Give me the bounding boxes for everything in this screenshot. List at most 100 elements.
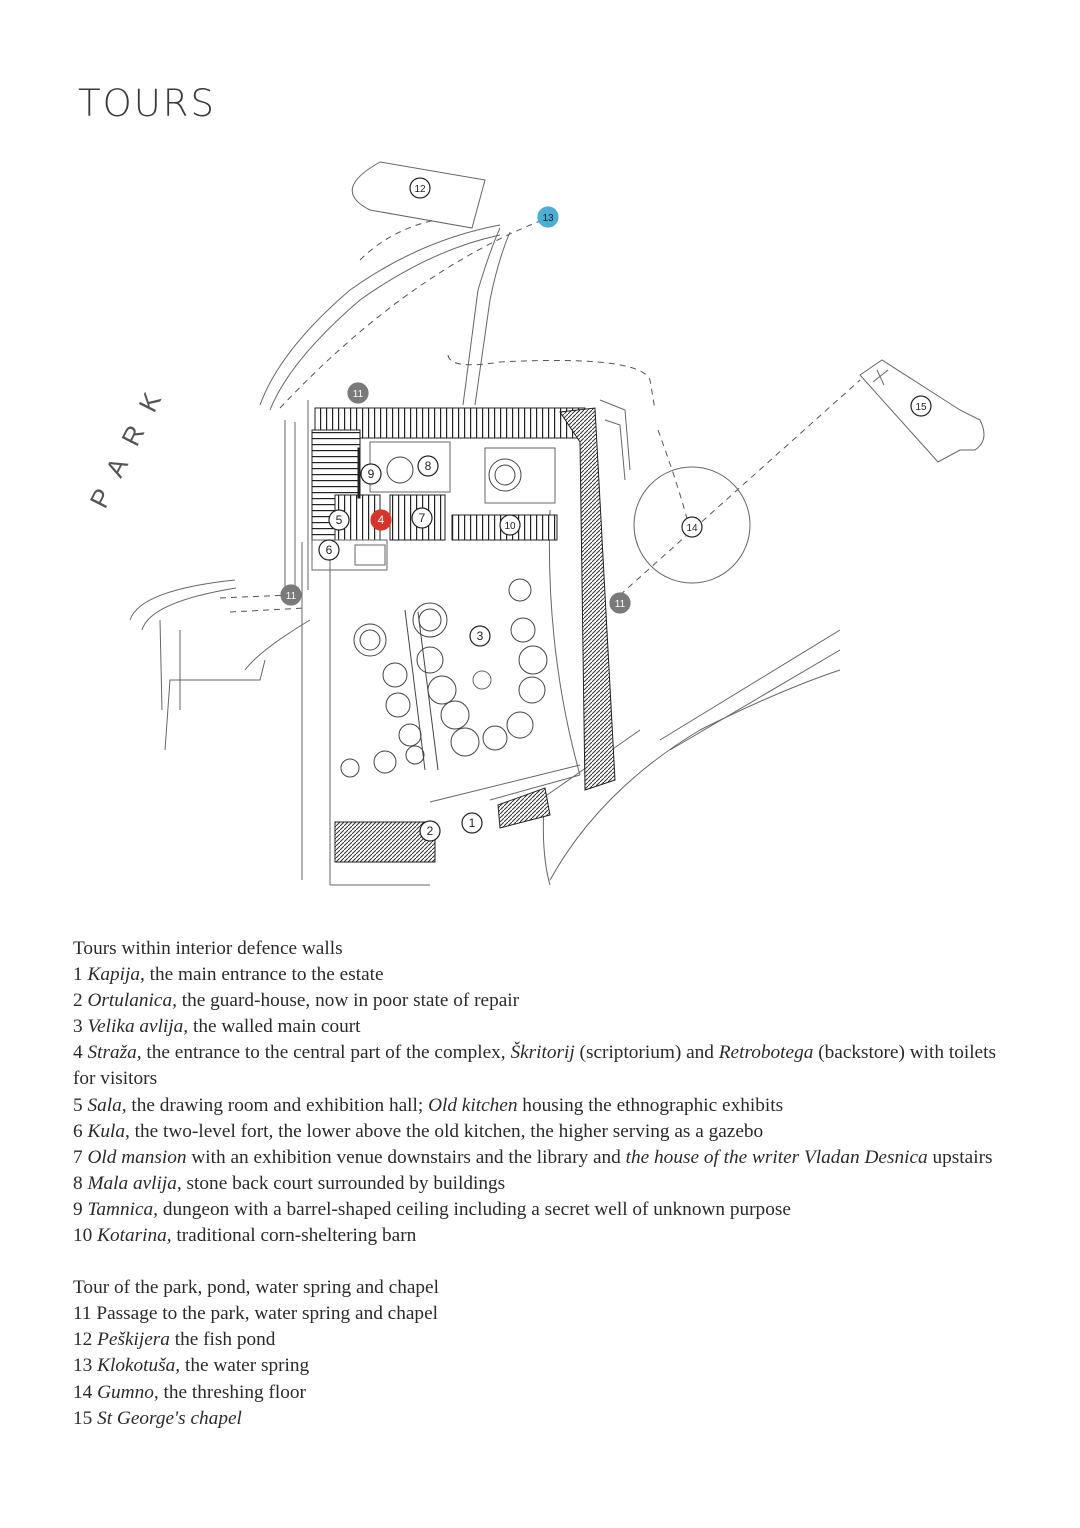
marker-label: 9 [368,467,375,481]
marker-label: 4 [378,513,385,527]
item-name: Peškijera [97,1329,170,1351]
pond-outline [351,161,486,229]
item-name: the house of the writer Vladan Desnica [625,1146,928,1168]
item-number: 11 [73,1303,97,1325]
item-text: , the threshing floor [153,1381,306,1403]
marker-label: 6 [326,543,333,557]
item-number: 3 [73,1016,88,1038]
park-item-15: 15 St George's chapel [73,1406,1003,1432]
item-name: Tamnica, [87,1198,159,1220]
interior-tour-heading: Tours within interior defence walls [73,938,343,959]
marker-11b: 11 [280,584,302,606]
marker-circle [469,625,491,647]
marker-label: 11 [286,591,297,602]
marker-label: 15 [915,402,927,413]
marker-circle [318,539,340,561]
marker-circle [609,592,631,614]
page-title: TOURS [78,82,217,125]
marker-label: 14 [686,523,698,534]
marker-circle [910,395,932,417]
marker-2: 2 [419,820,441,842]
interior-item-10: 10 Kotarina, traditional corn-sheltering… [73,1223,1003,1249]
item-number: 13 [73,1355,98,1377]
interior-item-8: 8 Mala avlija, stone back court surround… [73,1171,1003,1197]
marker-4: 4 [370,509,392,531]
item-name: Old kitchen [428,1094,518,1116]
item-text: upstairs [927,1146,993,1168]
item-name: Retrobotega [718,1042,814,1064]
item-name: Kula, [87,1120,130,1142]
item-number: 10 [73,1225,98,1247]
item-text: traditional corn-sheltering barn [171,1225,417,1247]
marker-circle [419,820,441,842]
item-number: 1 [73,964,88,986]
item-text: housing the ethnographic exhibits [517,1094,784,1116]
marker-5: 5 [328,509,350,531]
threshing-floor-outline [633,466,751,584]
item-name: Škritorij [510,1042,575,1064]
park-label: P A R K [84,382,170,512]
interior-item-2: 2 Ortulanica, the guard-house, now in po… [73,988,1003,1014]
item-name: Gumno [97,1381,154,1403]
item-text: (scriptorium) and [574,1042,719,1064]
item-text: the fish pond [169,1329,276,1351]
interior-item-6: 6 Kula, the two-level fort, the lower ab… [73,1119,1003,1145]
marker-circle [360,463,382,485]
interior-item-5: 5 Sala, the drawing room and exhibition … [73,1093,1003,1119]
item-name: Ortulanica, [87,990,177,1012]
interior-item-7: 7 Old mansion with an exhibition venue d… [73,1145,1003,1171]
marker-9: 9 [360,463,382,485]
marker-label: 5 [336,513,343,527]
marker-circle [280,584,302,606]
marker-circle [537,206,559,228]
item-number: 7 [73,1146,88,1168]
legend: Tours within interior defence walls 1 Ka… [73,936,1003,1432]
marker-label: 8 [425,459,432,473]
item-text: stone back court surrounded by buildings [181,1172,506,1194]
marker-circle [409,177,431,199]
interior-item-9: 9 Tamnica, dungeon with a barrel-shaped … [73,1197,1003,1223]
marker-8: 8 [417,455,439,477]
item-text: the guard-house, now in poor state of re… [176,990,520,1012]
marker-13: 13 [537,206,559,228]
item-name: Kotarina, [97,1225,172,1247]
item-text: with an exhibition venue downstairs and … [186,1146,626,1168]
marker-14: 14 [681,516,703,538]
item-text: dungeon with a barrel-shaped ceiling inc… [158,1198,791,1220]
marker-circle [347,382,369,404]
marker-circle [328,509,350,531]
marker-11c: 11 [609,592,631,614]
item-number: 8 [73,1172,88,1194]
marker-circle [461,812,483,834]
park-tour-heading: Tour of the park, pond, water spring and… [73,1277,439,1299]
marker-7: 7 [411,507,433,529]
item-text: Passage to the park, water spring and ch… [96,1303,438,1325]
item-name: Sala, [87,1094,127,1116]
item-text: the entrance to the central part of the … [141,1042,511,1064]
marker-label: 7 [419,511,426,525]
item-number: 12 [73,1329,98,1351]
interior-tour-list: 1 Kapija, the main entrance to the estat… [73,962,1003,1249]
item-number: 15 [73,1407,98,1429]
marker-circle [411,507,433,529]
interior-item-3: 3 Velika avlija, the walled main court [73,1014,1003,1040]
item-number: 9 [73,1198,88,1220]
item-number: 2 [73,990,88,1012]
item-text: the water spring [180,1355,310,1377]
interior-item-4: 4 Straža, the entrance to the central pa… [73,1040,1003,1092]
item-name: Velika avlija, [87,1016,189,1038]
item-text: the walled main court [188,1016,361,1038]
item-number: 4 [73,1042,88,1064]
marker-3: 3 [469,625,491,647]
marker-label: 12 [414,184,426,195]
item-name: Kapija, [87,964,145,986]
item-text: the main entrance to the estate [144,964,384,986]
marker-11a: 11 [347,382,369,404]
marker-label: 13 [542,213,554,224]
marker-label: 11 [353,389,364,400]
marker-10: 10 [499,514,521,536]
item-number: 5 [73,1094,88,1116]
item-name: Old mansion [87,1146,187,1168]
marker-circle [681,516,703,538]
